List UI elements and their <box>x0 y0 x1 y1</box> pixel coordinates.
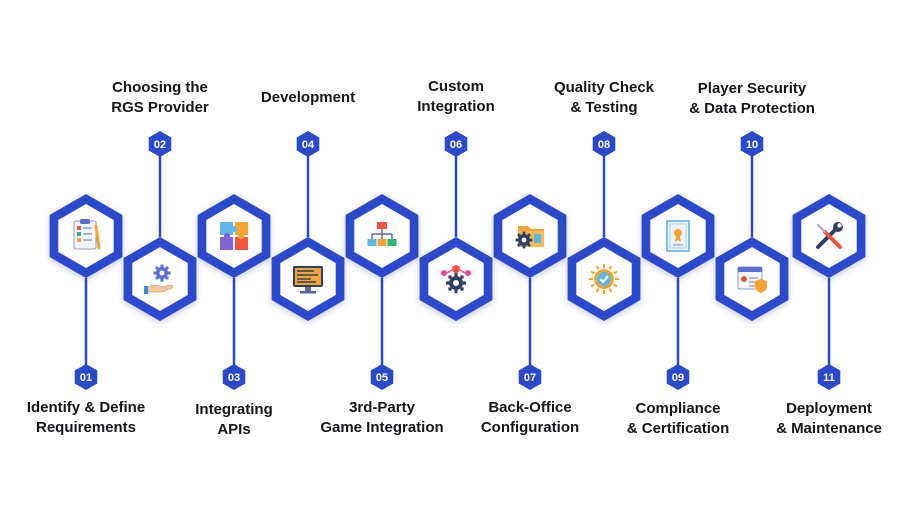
step-07-number: 07 <box>524 372 536 384</box>
step-11-label: Deployment & Maintenance <box>744 399 914 439</box>
step-05-number: 05 <box>376 372 388 384</box>
step-11-label-line: & Maintenance <box>776 420 882 437</box>
step-10-hexagon <box>715 237 789 321</box>
step-04-label: Development <box>223 88 393 108</box>
step-02-number-badge: 02 <box>148 131 172 157</box>
step-08-label: Quality Check & Testing <box>519 78 689 118</box>
puzzle-icon <box>220 222 248 250</box>
step-02-number: 02 <box>154 139 166 151</box>
step-03-hexagon <box>197 194 271 278</box>
step-04-number: 04 <box>302 139 315 151</box>
step-10-label: Player Security & Data Protection <box>667 79 837 119</box>
step-06-hexagon <box>419 237 493 321</box>
step-07-label-line: Configuration <box>480 419 580 436</box>
step-09-label-line: & Certification <box>626 420 730 437</box>
step-07-number-badge: 07 <box>518 364 542 390</box>
step-06-label-line: Custom <box>428 78 484 95</box>
step-01-hexagon <box>49 194 123 278</box>
step-08-number: 08 <box>598 139 610 151</box>
step-06-number-badge: 06 <box>444 131 468 157</box>
step-07-label-line: Back-Office <box>488 399 572 416</box>
step-05-hexagon <box>345 194 419 278</box>
step-11-label-line: Deployment <box>786 400 872 417</box>
step-01-label-line: Requirements <box>35 419 137 436</box>
step-11-number-badge: 11 <box>817 364 841 390</box>
wrench-screwdriver-icon <box>816 222 843 249</box>
step-10-label-line: & Data Protection <box>689 100 815 117</box>
quality-badge-icon <box>589 264 619 294</box>
step-02-hexagon <box>123 237 197 321</box>
step-06-number: 06 <box>450 139 462 151</box>
step-10-number-badge: 10 <box>740 131 764 157</box>
step-01-number-badge: 01 <box>74 364 98 390</box>
step-05-label-line: 3rd-Party <box>349 399 415 416</box>
step-04-label-line: Development <box>260 89 356 106</box>
step-10-label-line: Player Security <box>697 80 807 97</box>
hand-gear-icon <box>144 264 174 294</box>
step-08-label-line: & Testing <box>570 99 638 116</box>
step-05-number-badge: 05 <box>370 364 394 390</box>
step-05-label-line: Game Integration <box>320 419 444 436</box>
network-gear-icon <box>441 265 471 294</box>
certificate-icon <box>666 220 690 252</box>
step-10-number: 10 <box>746 139 758 151</box>
step-11-hexagon <box>792 194 866 278</box>
step-06-label-line: Integration <box>417 98 495 115</box>
checklist-icon <box>73 219 101 250</box>
step-08-number-badge: 08 <box>592 131 616 157</box>
step-11-number: 11 <box>823 372 835 384</box>
step-09-number: 09 <box>672 372 684 384</box>
folder-gear-icon <box>515 226 544 249</box>
step-09-number-badge: 09 <box>666 364 690 390</box>
step-02-label-line: RGS Provider <box>111 99 209 116</box>
step-01-label-line: Identify & Define <box>26 399 146 416</box>
step-03-label-line: Integrating <box>195 401 273 418</box>
step-03-label-line: APIs <box>217 421 251 438</box>
step-03-number: 03 <box>228 372 240 384</box>
step-09-label-line: Compliance <box>635 400 721 417</box>
step-08-label-line: Quality Check <box>553 79 655 96</box>
step-01-number: 01 <box>80 372 92 384</box>
step-08-hexagon <box>567 237 641 321</box>
secure-browser-icon <box>737 266 767 293</box>
step-07-hexagon <box>493 194 567 278</box>
hierarchy-icon <box>367 222 397 246</box>
step-04-hexagon <box>271 237 345 321</box>
step-03-number-badge: 03 <box>222 364 246 390</box>
step-02-label-line: Choosing the <box>112 79 208 96</box>
step-09-label: Compliance & Certification <box>593 399 763 439</box>
step-04-number-badge: 04 <box>296 131 320 157</box>
code-monitor-icon <box>293 266 323 294</box>
step-09-hexagon <box>641 194 715 278</box>
